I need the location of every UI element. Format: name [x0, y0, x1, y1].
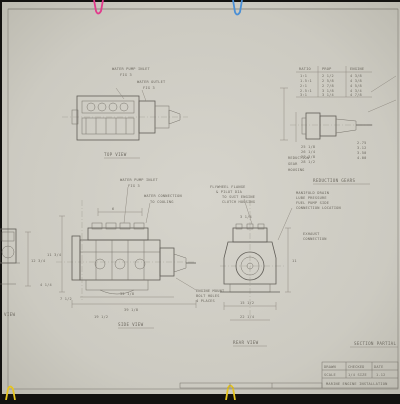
side-height-dim: 11 3/4 [47, 253, 61, 257]
left-view-height: 12 3/4 [31, 259, 45, 263]
side-water-inlet-label: WATER PUMP INLET [120, 178, 158, 182]
top-water-inlet-sub: FIG 3 [120, 73, 132, 77]
gear-side-label-2: GEAR [288, 162, 298, 166]
gear-row-1-engine: 4 3/8 [350, 74, 362, 78]
mount-note-2: BOLT HOLES [196, 294, 220, 298]
flywheel-note-2: & PILOT DIA [216, 190, 243, 194]
gear-row-4-engine: 4 3/4 [350, 89, 362, 93]
gear-row-1-ratio: 1:1 [300, 74, 307, 78]
gear-row-5-engine: 4 7/8 [350, 93, 362, 97]
gear-table [296, 66, 372, 98]
title-label-drawn: DRAWN [324, 365, 336, 369]
paper-sheet [2, 2, 400, 394]
gear-note-a1: 25 1/8 [301, 145, 315, 149]
gear-row-3-engine: 4 5/8 [350, 84, 362, 88]
left-view-caption: VIEW [4, 312, 15, 317]
gear-row-3-prop: 2 7/8 [322, 84, 334, 88]
gear-note-b3: 3.50 [357, 151, 366, 155]
top-water-outlet-sub: FIG 3 [143, 86, 155, 90]
gear-row-3-ratio: 2:1 [300, 84, 307, 88]
side-view-engine [56, 186, 197, 308]
side-water-inlet-sub: FIG 3 [128, 184, 140, 188]
reduction-gear-drawing [280, 75, 397, 142]
flywheel-note-4: CLUTCH HOUSING [222, 200, 255, 204]
side-top-offset: 6 [112, 207, 114, 211]
title-value-scale: 1/4 SIZE [348, 373, 367, 377]
gear-note-b2: 3.12 [357, 146, 366, 150]
gear-row-2-engine: 4 3/8 [350, 79, 362, 83]
gear-note-b1: 2.75 [357, 141, 366, 145]
mount-note-1: ENGINE MOUNT [196, 289, 225, 293]
gear-table-header-ratio: RATIO [299, 67, 311, 71]
gear-row-4-ratio: 2.5:1 [300, 89, 312, 93]
gear-note-a2: 26 1/4 [301, 150, 315, 154]
side-length-dim: 32 1/8 [120, 292, 134, 296]
rear-center-dim: 11 [292, 259, 297, 263]
side-total-dim: 39 1/8 [124, 308, 138, 312]
rear-top-dim: 3 1/4 [240, 215, 252, 219]
top-view-engine [62, 87, 188, 141]
side-view-caption: SIDE VIEW [118, 322, 144, 327]
top-water-inlet-label: WATER PUMP INLET [112, 67, 150, 71]
gear-row-5-prop: 3 1/4 [322, 93, 334, 97]
gear-table-header-engine: ENGINE [350, 67, 364, 71]
manifold-note-3: FUEL PUMP SIDE [296, 201, 329, 205]
mount-note-3: 4 PLACES [196, 299, 215, 303]
title-value-sheet: 1-12 [376, 373, 385, 377]
title-label-date: DATE [374, 365, 383, 369]
side-water-connection-label: WATER CONNECTION [144, 194, 182, 198]
gear-side-label-3: HOUSING [288, 168, 305, 172]
side-water-connection-sub: TO COOLING [150, 200, 174, 204]
top-view-caption: TOP VIEW [104, 152, 127, 157]
title-footer: MARINE ENGINE INSTALLATION [326, 382, 387, 386]
gear-note-b4: 4.00 [357, 156, 366, 160]
manifold-note-2: LUBE PRESSURE [296, 196, 327, 200]
gear-row-4-prop: 3 1/8 [322, 89, 334, 93]
gear-table-header-prop: PROP [322, 67, 331, 71]
gear-side-label-1: REDUCTION [288, 156, 309, 160]
exhaust-note-2: CONNECTION [303, 237, 327, 241]
title-label-checked: CHECKED [348, 365, 365, 369]
rear-width-dim: 15 1/2 [240, 301, 254, 305]
flywheel-note-1: FLYWHEEL FLANGE [210, 185, 245, 189]
rear-view-caption: REAR VIEW [233, 340, 259, 345]
reduction-gears-caption: REDUCTION GEARS [313, 178, 355, 183]
gear-note-a3: 27 3/8 [301, 155, 315, 159]
partial-view-caption: SECTION PARTIAL [354, 341, 396, 346]
gear-note-a4: 28 1/2 [301, 160, 315, 164]
top-water-outlet-label: WATER OUTLET [137, 80, 166, 84]
rear-total-dim: 22 1/4 [240, 315, 254, 319]
manifold-note-1: MANIFOLD DRAIN [296, 191, 329, 195]
manifold-note-4: CONNECTION LOCATION [296, 206, 341, 210]
side-left-dim: 7 1/2 [60, 297, 72, 301]
flywheel-note-3: TO SUIT ENGINE [222, 195, 255, 199]
side-bottom-dim: 19 1/2 [94, 315, 108, 319]
gear-row-5-ratio: 3:1 [300, 93, 307, 97]
gear-row-2-prop: 2 5/8 [322, 79, 334, 83]
title-block [179, 361, 399, 389]
gear-row-2-ratio: 1.5:1 [300, 79, 312, 83]
left-view-engine [0, 228, 31, 287]
exhaust-note-1: EXHAUST [303, 232, 320, 236]
binder-clip-blue [232, 0, 243, 16]
binder-clip-pink [93, 0, 104, 15]
side-drop-dim: 4 1/4 [40, 283, 52, 287]
title-label-scale: SCALE [324, 373, 336, 377]
rear-view-engine [220, 198, 293, 321]
gear-row-1-prop: 2 1/2 [322, 74, 334, 78]
binder-clip-yellow-left [5, 385, 16, 401]
